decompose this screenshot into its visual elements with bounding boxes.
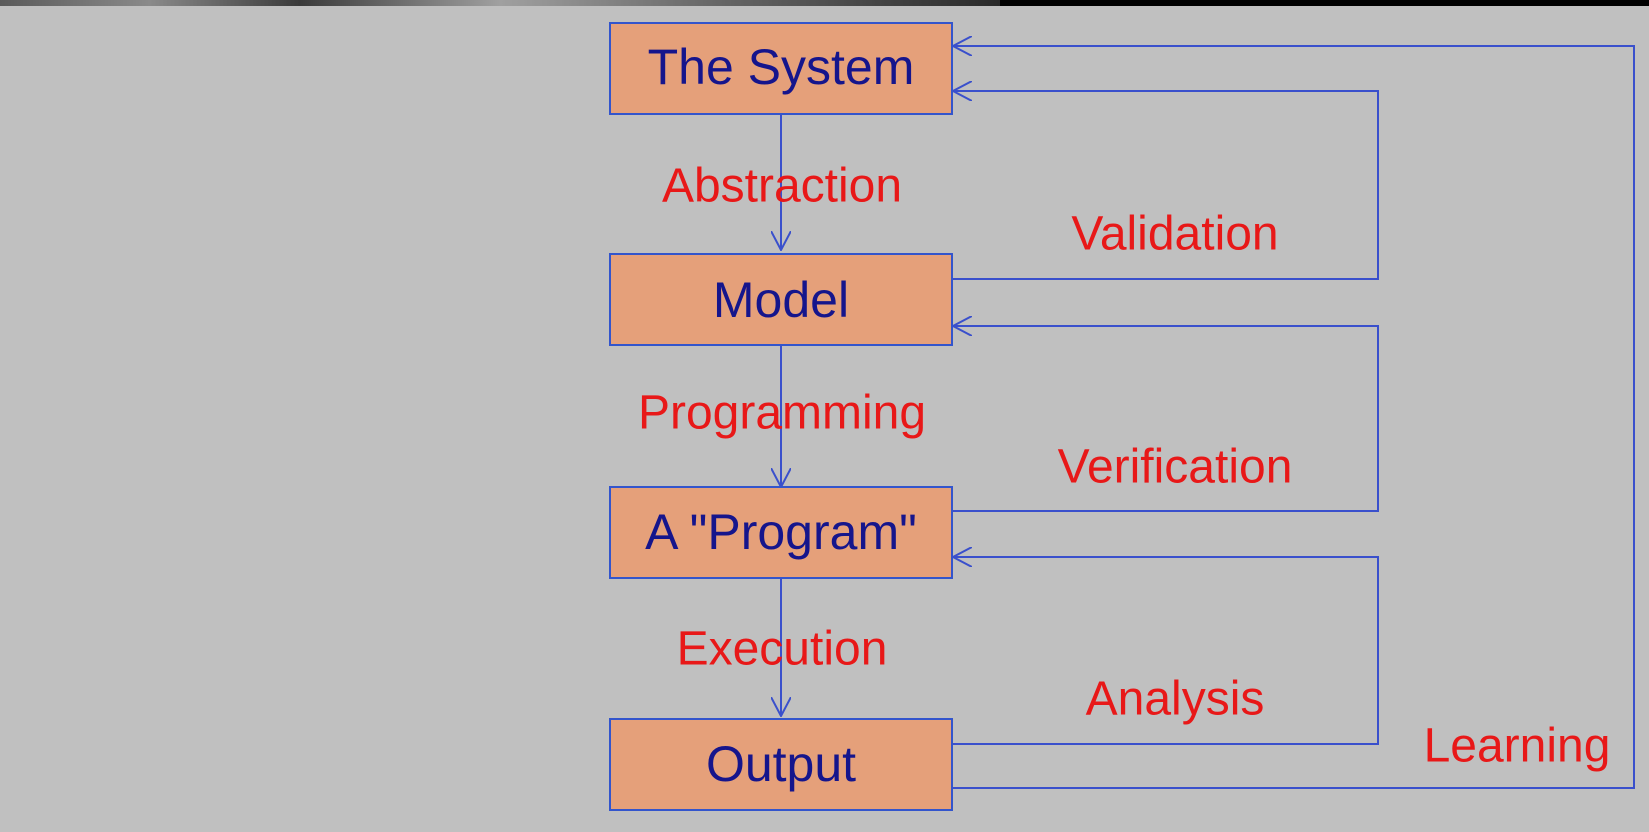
output-box-label: Output: [706, 736, 856, 792]
programming-label: Programming: [638, 387, 926, 440]
system-box: The System: [609, 22, 953, 115]
learning-loop: [952, 46, 1635, 789]
slide-canvas: The System Model A "Program" Output Abst…: [0, 6, 1649, 832]
output-box: Output: [609, 718, 953, 811]
system-box-label: The System: [648, 39, 915, 95]
abstraction-label: Abstraction: [662, 160, 902, 213]
top-photo-strip: [0, 0, 1000, 6]
analysis-label: Analysis: [1086, 673, 1265, 726]
model-box: Model: [609, 253, 953, 346]
analysis-loop: [952, 557, 1379, 745]
learning-label: Learning: [1424, 720, 1611, 773]
execution-label: Execution: [677, 623, 888, 676]
model-box-label: Model: [713, 272, 849, 328]
program-box-label: A "Program": [645, 504, 917, 560]
verification-loop: [952, 326, 1379, 512]
program-box: A "Program": [609, 486, 953, 579]
process-diagram: The System Model A "Program" Output Abst…: [609, 22, 1635, 811]
validation-label: Validation: [1071, 208, 1278, 261]
verification-label: Verification: [1058, 441, 1293, 494]
validation-loop: [952, 91, 1379, 280]
